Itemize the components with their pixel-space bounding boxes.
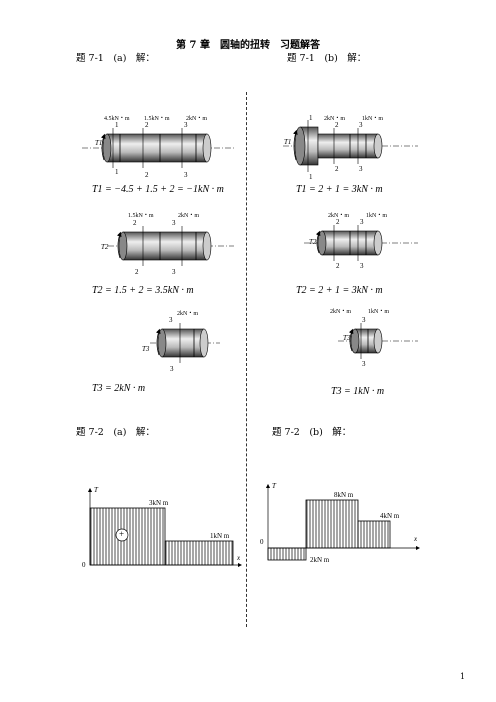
shaft-7-1b-part2 (304, 225, 418, 261)
section-mark: 2 (335, 121, 339, 129)
page-title: 第 7 章 圆轴的扭转 习题解答 (176, 40, 320, 51)
page-number: 1 (460, 672, 466, 681)
axis-label-t: T (272, 482, 276, 490)
value-label-low: 1kN m (210, 532, 230, 540)
shaft-7-1a-part3 (150, 323, 220, 363)
section-mark: 3 (172, 268, 176, 276)
section-mark: 2 (336, 218, 340, 226)
shaft-7-1b-full (283, 120, 418, 172)
equation-7-1a-t2: T2 = 1.5 + 2 = 3.5kN · m (92, 285, 194, 296)
torque-label: T1 (284, 138, 292, 146)
section-mark: 2 (145, 171, 149, 179)
section-mark: 3 (362, 360, 366, 368)
torque-diagram-7-2a (87, 487, 243, 568)
problem-7-1a-header: 题 7-1 (a) 解： (76, 53, 155, 64)
load-label: 1kN・m (362, 116, 384, 122)
problem-7-2a-header: 题 7-2 (a) 解： (76, 427, 155, 438)
section-mark: 2 (336, 262, 340, 270)
torque-label: T2 (309, 238, 317, 246)
shaft-7-1a-full (82, 128, 234, 168)
equation-7-1b-t2: T2 = 2 + 1 = 3kN · m (296, 285, 383, 296)
value-label-high: 3kN m (149, 499, 169, 507)
load-label: 1.5kN・m (128, 213, 154, 219)
section-mark: 3 (169, 316, 173, 324)
section-mark: 3 (359, 165, 363, 173)
axis-label-t: T (94, 486, 98, 494)
section-mark: 3 (184, 171, 188, 179)
equation-7-1b-t3: T3 = 1kN · m (331, 386, 385, 397)
section-mark: 3 (362, 316, 366, 324)
sign-plus: + (119, 529, 125, 539)
load-label: 1kN・m (366, 213, 388, 219)
section-mark: 1 (115, 168, 119, 176)
load-label: 1.5kN・m (144, 116, 170, 122)
section-mark: 2 (335, 165, 339, 173)
value-label-neg: 2kN m (310, 556, 330, 564)
load-label: 2kN・m (178, 213, 200, 219)
torque-label: T1 (95, 139, 103, 147)
equation-7-1a-t1: T1 = −4.5 + 1.5 + 2 = −1kN · m (92, 184, 224, 195)
origin-label: 0 (82, 561, 86, 569)
torque-diagram-7-2b (265, 483, 421, 561)
equation-7-1b-t1: T1 = 2 + 1 = 3kN · m (296, 184, 383, 195)
load-label: 1kN・m (368, 309, 390, 315)
value-label-high: 8kN m (334, 491, 354, 499)
axis-label-x: x (237, 554, 241, 562)
axis-label-x: x (414, 535, 418, 543)
equation-7-1a-t3: T3 = 2kN · m (92, 383, 146, 394)
section-mark: 3 (184, 121, 188, 129)
section-mark: 1 (309, 173, 313, 181)
load-label: 2kN・m (324, 116, 346, 122)
shaft-7-1b-part3 (338, 323, 418, 359)
load-label: 4.5kN・m (104, 116, 130, 122)
torque-label: T3 (343, 334, 351, 342)
section-mark: 1 (309, 114, 313, 122)
problem-7-2b-header: 题 7-2 (b) 解： (272, 427, 352, 438)
origin-label: 0 (260, 538, 264, 546)
torque-label: T2 (101, 243, 109, 251)
section-mark: 2 (135, 268, 139, 276)
section-mark: 3 (172, 219, 176, 227)
torque-label: T3 (142, 345, 150, 353)
section-mark: 2 (145, 121, 149, 129)
section-mark: 3 (170, 365, 174, 373)
section-mark: 3 (360, 262, 364, 270)
load-label: 2kN・m (328, 213, 350, 219)
problem-7-1b-header: 题 7-1 (b) 解： (287, 53, 367, 64)
section-mark: 1 (115, 121, 119, 129)
load-label: 2kN・m (177, 311, 199, 317)
value-label-mid: 4kN m (380, 512, 400, 520)
load-label: 2kN・m (186, 116, 208, 122)
shaft-7-1a-part2 (108, 226, 234, 266)
load-label: 2kN・m (330, 309, 352, 315)
section-mark: 2 (133, 219, 137, 227)
column-divider (246, 92, 247, 627)
section-mark: 3 (359, 121, 363, 129)
section-mark: 3 (360, 218, 364, 226)
